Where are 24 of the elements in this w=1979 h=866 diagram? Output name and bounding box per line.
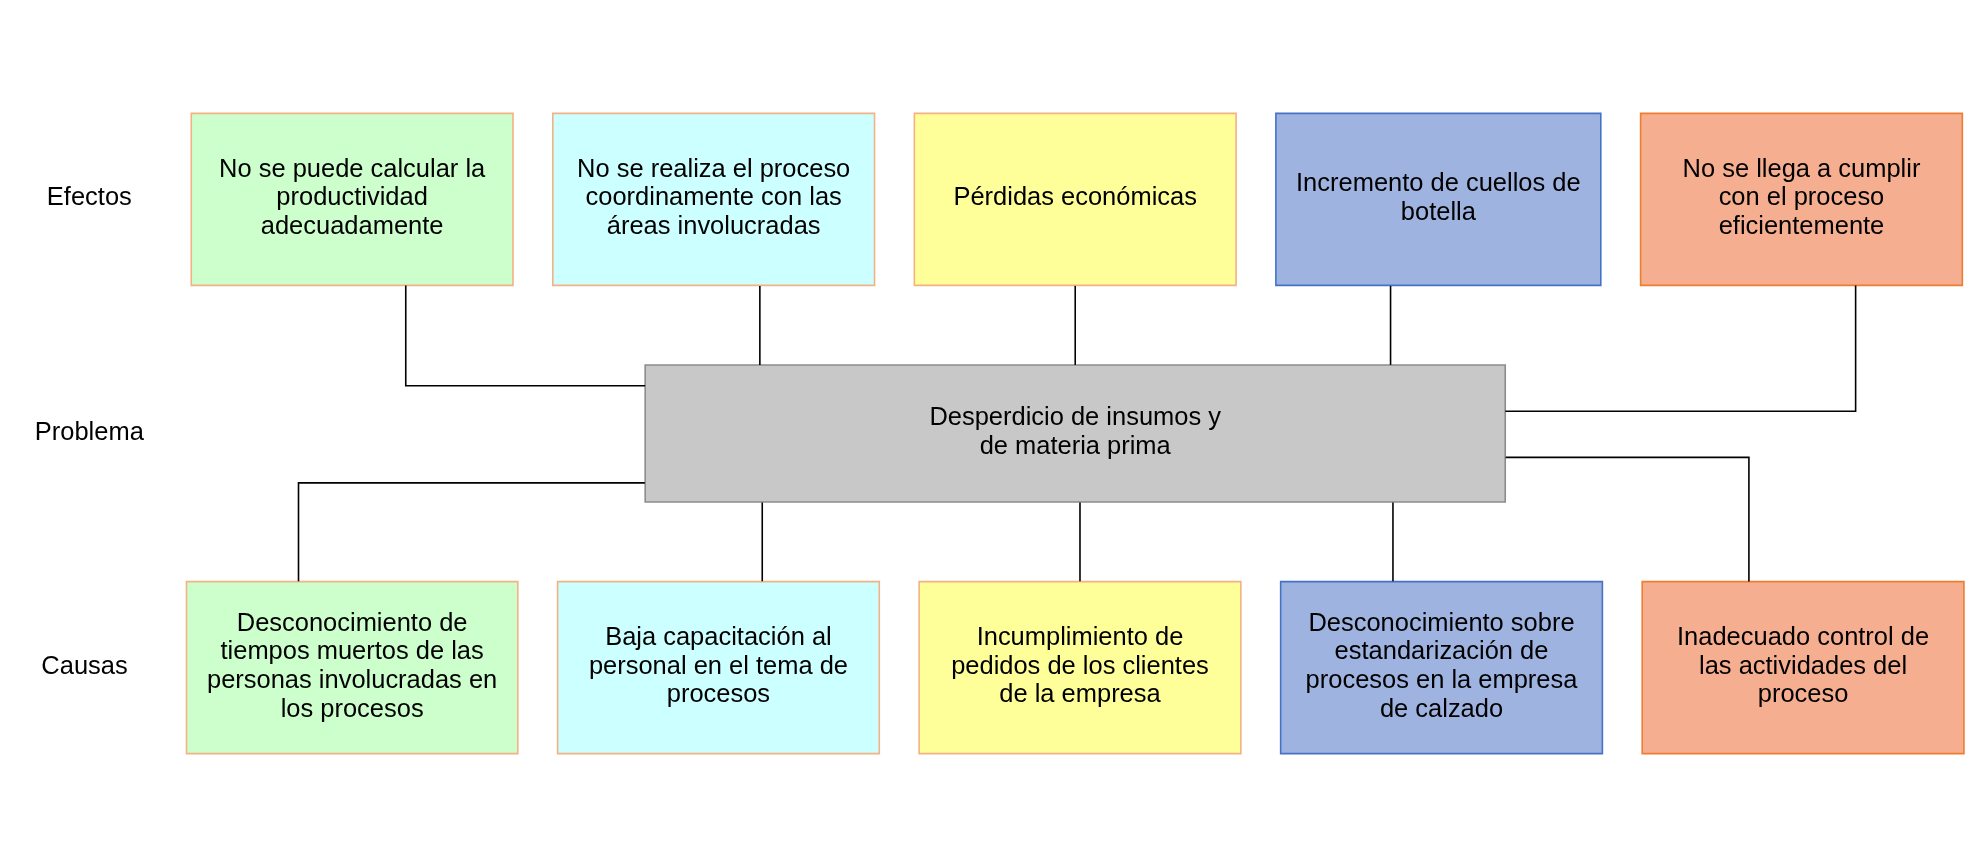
connector (1391, 501, 1394, 582)
node-box: Inadecuado control de las actividades del proceso (1640, 580, 1965, 754)
node-box: Incremento de cuellos de botella (1274, 112, 1602, 286)
connector (760, 501, 763, 582)
node-box: Desperdicio de insumos y de materia prima (643, 363, 1506, 503)
node-box: No se llega a cumplir con el proceso eficientemente (1639, 112, 1963, 286)
node-box: Baja capacitación al personal en el tema de procesos (556, 580, 880, 754)
label: Problema (34, 416, 144, 445)
connector (1504, 284, 1856, 412)
connector (1504, 456, 1750, 582)
connector (404, 284, 646, 386)
node-box: No se puede calcular la productividad adecuadamente (189, 112, 514, 286)
label: Causas (40, 650, 128, 679)
connector (1078, 501, 1081, 582)
connector (1073, 284, 1076, 366)
node-box: Incumplimiento de pedidos de los clientes de la empresa (917, 580, 1242, 754)
connector (1389, 284, 1391, 366)
node-box: Pérdidas económicas (913, 112, 1237, 286)
connector (758, 284, 761, 366)
node-box: No se realiza el proceso coordinamente con las áreas involucradas (551, 112, 875, 286)
connector (297, 481, 646, 582)
node-box: Desconocimiento sobre estandarización de procesos en la empresa de calzado (1279, 580, 1603, 754)
node-box: Desconocimiento de tiempos muertos de las personas involucradas en los procesos (185, 580, 519, 754)
label: Efectos (46, 181, 132, 210)
